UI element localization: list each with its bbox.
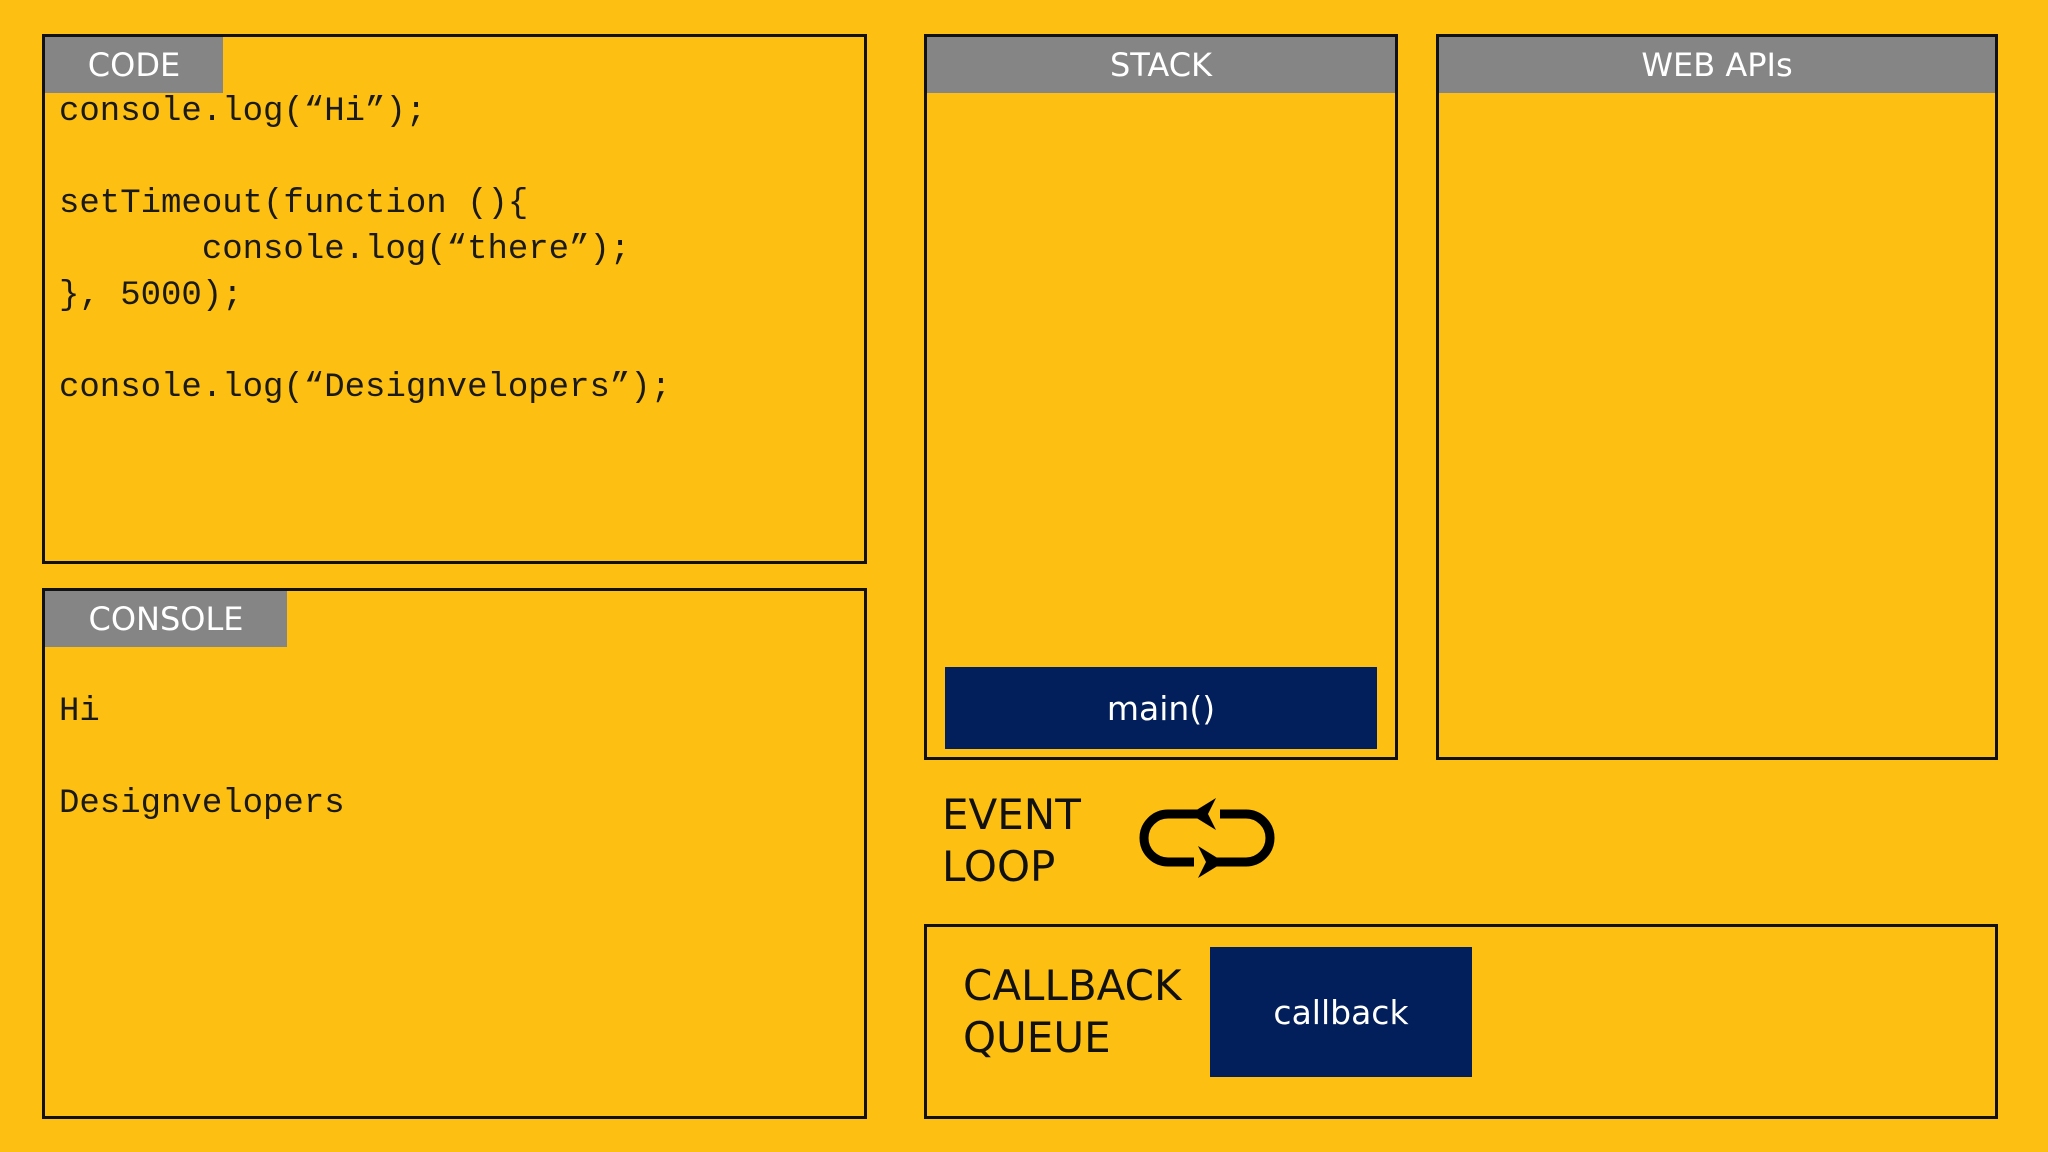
- loop-arrow-top: [1139, 809, 1206, 867]
- code-line: console.log(“Designvelopers”);: [59, 369, 672, 407]
- loop-arrow-bottom: [1210, 809, 1275, 867]
- web-apis-panel-title: WEB APIs: [1439, 37, 1995, 93]
- code-panel-title: CODE: [45, 37, 223, 93]
- code-line: console.log(“there”);: [59, 231, 631, 269]
- loop-arrowhead-top: [1190, 798, 1216, 830]
- event-loop-label: LOOP: [942, 842, 1056, 891]
- code-line: }, 5000);: [59, 277, 243, 315]
- stack-frame: main(): [945, 667, 1377, 749]
- stack-panel: STACK main(): [924, 34, 1398, 760]
- console-panel-title: CONSOLE: [45, 591, 287, 647]
- code-line: setTimeout(function (){: [59, 185, 529, 223]
- callback-queue-label: QUEUE: [963, 1013, 1111, 1062]
- console-output-line: Designvelopers: [59, 785, 345, 823]
- code-line: console.log(“Hi”);: [59, 93, 427, 131]
- loop-arrows-icon: [1139, 798, 1275, 878]
- event-loop-label: EVENT: [942, 790, 1081, 839]
- stack-panel-title: STACK: [927, 37, 1395, 93]
- callback-queue-label: CALLBACK: [963, 961, 1182, 1010]
- code-panel: CODE console.log(“Hi”); setTimeout(funct…: [42, 34, 867, 564]
- callback-queue-item: callback: [1210, 947, 1472, 1077]
- loop-arrowhead-bottom: [1198, 846, 1224, 878]
- web-apis-panel: WEB APIs: [1436, 34, 1998, 760]
- callback-queue-panel: CALLBACK QUEUE callback: [924, 924, 1998, 1119]
- console-output-line: Hi: [59, 693, 100, 731]
- console-panel: CONSOLE Hi Designvelopers: [42, 588, 867, 1119]
